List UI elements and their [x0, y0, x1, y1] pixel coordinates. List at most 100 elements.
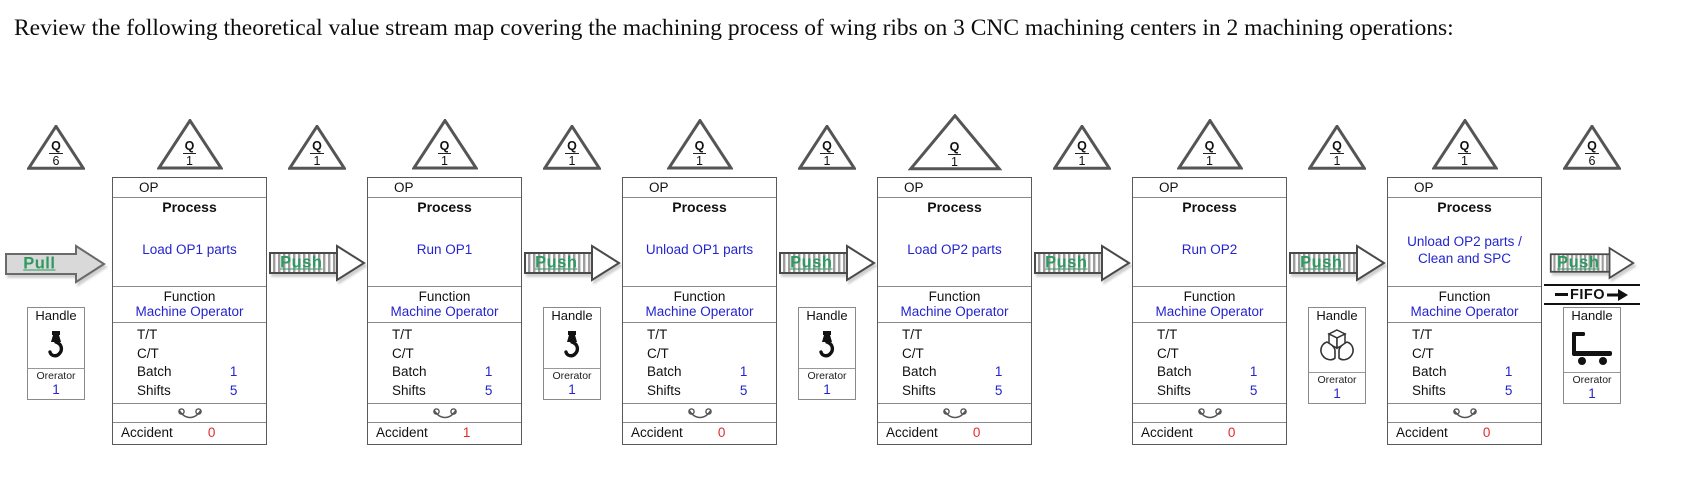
batch-value: 1 [1249, 364, 1258, 379]
queue-triangle: Q 6 [27, 125, 85, 170]
operator-count: 1 [52, 381, 60, 397]
push-arrow-label: Push [1557, 253, 1600, 272]
accident-label: Accident [1396, 425, 1448, 440]
process-label: Process [927, 199, 982, 215]
accident-value: 0 [1227, 425, 1236, 440]
operator-count: 1 [568, 381, 576, 397]
queue-count: 1 [1333, 153, 1341, 168]
push-connector-3: Q 1 Push Handle Orerator 1 [777, 115, 877, 460]
function-value: Machine Operator [900, 304, 1009, 319]
queue-triangle: Q 1 [543, 125, 601, 170]
push-connector-1: Q 1 Push [267, 115, 367, 460]
push-arrow-label: Push [1045, 253, 1088, 272]
handler-box: Handle Orerator 1 [1308, 307, 1366, 404]
queue-triangle: Q 1 [1432, 119, 1498, 170]
glasses-icon [432, 407, 457, 418]
function-label: Function [163, 289, 216, 304]
tt-label: T/T [647, 327, 668, 342]
ct-label: C/T [1157, 345, 1179, 361]
batch-value: 1 [1504, 364, 1513, 379]
shifts-value: 5 [739, 382, 748, 398]
batch-label: Batch [902, 364, 937, 379]
hands-box-icon [1320, 329, 1354, 361]
process-box: OP Process Load OP1 parts Function Machi… [112, 177, 267, 445]
queue-count: 1 [1078, 153, 1086, 168]
function-value: Machine Operator [645, 304, 754, 319]
pull-arrow: Pull [4, 243, 108, 285]
ct-label: C/T [137, 345, 159, 361]
accident-value: 0 [972, 425, 981, 440]
function-value: Machine Operator [135, 304, 244, 319]
glasses-icon [1197, 407, 1222, 418]
queue-count: 6 [1588, 153, 1596, 168]
operator-label: Orerator [36, 369, 76, 382]
process-name: Load OP1 parts [142, 242, 237, 258]
station-run-op2: Q 1 OP Process Run OP2 Function Machine … [1132, 115, 1287, 460]
value-stream-map: Q 6 Pull Handle Orerator 1 Q 1 [0, 115, 1642, 460]
accident-label: Accident [376, 425, 428, 440]
queue-q-label: Q [437, 138, 452, 154]
op-header: OP [368, 178, 521, 198]
batch-label: Batch [647, 364, 682, 379]
handle-label: Handle [35, 308, 77, 323]
tt-label: T/T [392, 327, 413, 342]
queue-count: 1 [568, 153, 576, 168]
queue-count: 1 [696, 153, 703, 168]
queue-triangle: Q 1 [1177, 119, 1243, 170]
op-header: OP [878, 178, 1031, 198]
process-label: Process [417, 199, 472, 215]
divider [799, 367, 855, 369]
queue-q-label: Q [1457, 138, 1472, 154]
operator-count: 1 [823, 381, 831, 397]
pull-connector: Q 6 Pull Handle Orerator 1 [0, 115, 112, 460]
shifts-label: Shifts [902, 382, 936, 398]
queue-triangle: Q 6 [1563, 125, 1621, 170]
queue-triangle: Q 1 [288, 125, 346, 170]
queue-count: 1 [1206, 153, 1213, 168]
queue-q-label: Q [1075, 138, 1089, 154]
tt-label: T/T [1412, 327, 1433, 342]
op-header: OP [113, 178, 266, 198]
operator-count: 1 [1333, 385, 1341, 401]
process-name: Run OP1 [416, 242, 473, 258]
cart-icon [1572, 331, 1612, 365]
batch-label: Batch [137, 364, 172, 379]
process-label: Process [672, 199, 727, 215]
handler-box: Handle Orerator 1 [798, 307, 856, 400]
process-name: Unload OP1 parts [645, 242, 754, 258]
operator-label: Orerator [807, 369, 847, 382]
accident-label: Accident [631, 425, 683, 440]
push-arrow: Push [523, 243, 621, 283]
operator-count: 1 [1588, 385, 1596, 401]
process-box: OP Process Unload OP2 parts / Clean and … [1387, 177, 1542, 445]
queue-count: 1 [1461, 153, 1468, 168]
queue-count: 1 [186, 153, 193, 168]
queue-triangle: Q 1 [1053, 125, 1111, 170]
queue-triangle: Q 1 [798, 125, 856, 170]
process-label: Process [1437, 199, 1492, 215]
op-header: OP [1388, 178, 1541, 198]
accident-label: Accident [1141, 425, 1193, 440]
batch-value: 1 [229, 364, 238, 379]
handle-icon-area [1564, 324, 1620, 372]
process-label: Process [162, 199, 217, 215]
divider [544, 367, 600, 369]
process-box: OP Process Load OP2 parts Function Machi… [877, 177, 1032, 445]
operator-label: Orerator [552, 369, 592, 382]
fifo-dash [1554, 292, 1568, 297]
function-value: Machine Operator [1410, 304, 1519, 319]
queue-q-label: Q [310, 138, 324, 154]
push-arrow-label: Push [280, 253, 323, 272]
tt-label: T/T [137, 327, 158, 342]
glasses-icon [1452, 407, 1477, 418]
operator-label: Orerator [1572, 373, 1612, 386]
process-name: Run OP2 [1181, 242, 1238, 258]
ct-label: C/T [647, 345, 669, 361]
batch-value: 1 [994, 364, 1003, 379]
queue-q-label: Q [947, 139, 962, 155]
shifts-label: Shifts [392, 382, 426, 398]
station-load-op2: Q 1 OP Process Load OP2 parts Function M… [877, 115, 1032, 460]
station-load-op1: Q 1 OP Process Load OP1 parts Function M… [112, 115, 267, 460]
op-header: OP [1133, 178, 1286, 198]
push-arrow: Push [1288, 243, 1386, 283]
